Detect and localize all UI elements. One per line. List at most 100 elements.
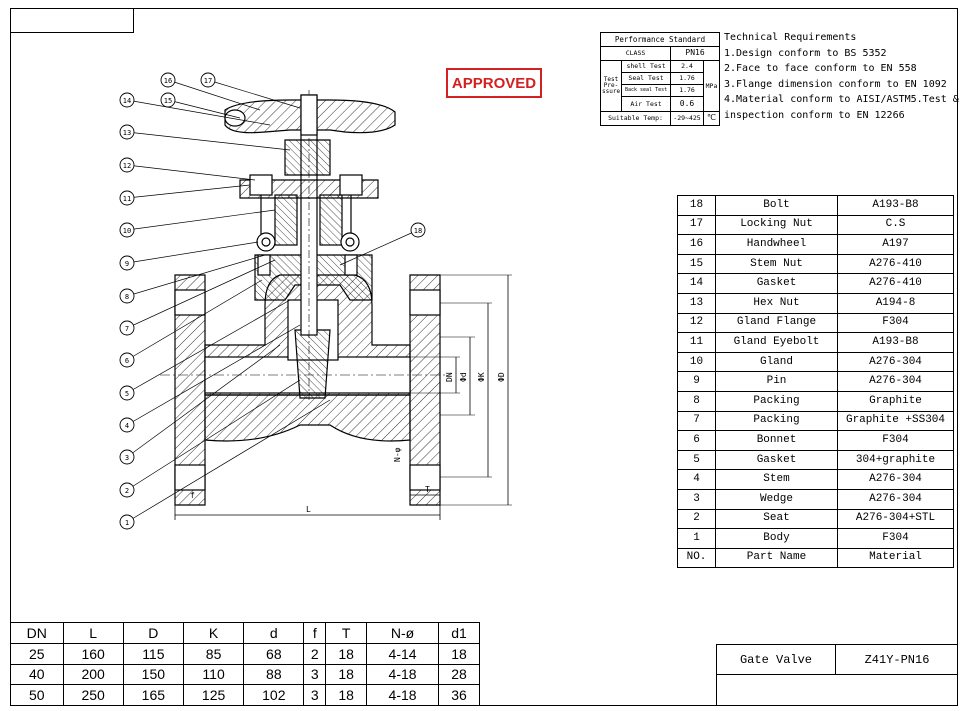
balloon-12: 12 (119, 157, 256, 181)
temp-value: -29~425 (670, 110, 704, 127)
balloon-2: 2 (119, 379, 301, 498)
balloon-3: 3 (119, 344, 281, 465)
product-model: Z41Y-PN16 (864, 652, 930, 667)
dimension-cell: 165 (122, 684, 184, 706)
balloon-9: 9 (119, 241, 259, 271)
balloon-17: 17 (200, 72, 301, 109)
drawing-border (10, 8, 958, 706)
svg-text:5: 5 (125, 390, 129, 398)
dim-d: Φd (459, 372, 468, 382)
temp-label: Suitable Temp: (599, 110, 672, 127)
part-number: NO. (677, 547, 716, 569)
technical-requirements: Technical Requirements 1.Design conform … (724, 30, 959, 123)
approved-stamp: APPROVED (446, 68, 542, 98)
corner-label-box (10, 8, 134, 33)
balloon-7: 7 (119, 259, 276, 336)
svg-text:18: 18 (414, 227, 422, 235)
left-flange (174, 274, 206, 506)
wedge (294, 329, 331, 399)
svg-text:17: 17 (204, 77, 212, 85)
balloon-1: 1 (119, 399, 331, 530)
svg-text:3: 3 (125, 454, 129, 462)
svg-text:6: 6 (125, 357, 129, 365)
dimension-cell: 4-18 (366, 663, 439, 686)
technical-line: 3.Flange dimension conform to EN 1092 (724, 78, 947, 90)
balloon-14: 14 (119, 92, 271, 126)
svg-text:16: 16 (164, 77, 172, 85)
svg-text:11: 11 (123, 195, 131, 203)
svg-text:2: 2 (125, 487, 129, 495)
dimension-cell: 18 (325, 684, 368, 706)
dim-K: ΦK (477, 372, 486, 382)
svg-text:12: 12 (123, 162, 131, 170)
svg-text:4: 4 (125, 422, 129, 430)
dim-n: N-φ (393, 447, 402, 462)
svg-text:7: 7 (125, 325, 129, 333)
dim-D: ΦD (497, 372, 506, 382)
balloon-18: 18 (339, 222, 426, 266)
dimension-cell: 125 (182, 684, 245, 706)
svg-text:9: 9 (125, 260, 129, 268)
svg-text:13: 13 (123, 129, 131, 137)
title-block: Gate Valve Z41Y-PN16 (716, 644, 958, 706)
part-material: Material (837, 547, 954, 569)
balloon-6: 6 (119, 279, 263, 368)
balloon-10: 10 (119, 209, 276, 238)
dimension-cell: 160 (62, 642, 124, 665)
dim-L: L (306, 505, 311, 514)
dim-T: T (425, 485, 430, 494)
svg-text:8: 8 (125, 293, 129, 301)
technical-line: 1.Design conform to BS 5352 (724, 47, 887, 59)
temp-unit: ℃ (703, 110, 720, 127)
dimension-cell: 18 (325, 663, 368, 686)
balloon-4: 4 (119, 324, 301, 433)
dim-f: f (190, 491, 195, 500)
part-material: A197 (837, 234, 954, 255)
dimension-cell: d1 (437, 622, 481, 644)
balloon-5: 5 (119, 299, 291, 401)
dimension-cell: 36 (437, 684, 481, 706)
class-label: CLASS (599, 45, 672, 62)
product-name: Gate Valve (717, 645, 836, 674)
dimension-cell: 150 (122, 663, 184, 686)
pressure-unit: MPa (703, 60, 720, 112)
technical-line: 2.Face to face conform to EN 558 (724, 63, 917, 74)
svg-text:10: 10 (123, 227, 131, 235)
dimension-cell: 28 (437, 663, 481, 686)
svg-text:14: 14 (123, 97, 131, 105)
svg-text:1: 1 (125, 519, 129, 527)
technical-line: inspection conform to EN 12266 (724, 109, 905, 121)
dimension-cell: 50 (10, 684, 64, 706)
balloon-13: 13 (119, 124, 291, 151)
balloon-11: 11 (119, 184, 251, 206)
dim-DN: DN (445, 372, 454, 382)
class-value: PN16 (670, 45, 720, 62)
balloon-8: 8 (119, 254, 266, 304)
technical-line: 4.Material conform to AISI/ASTM5.Test & (724, 94, 959, 105)
balloon-16: 16 (160, 72, 261, 111)
dimension-cell: 250 (62, 684, 124, 706)
dimension-cell: 102 (243, 684, 305, 706)
balloon-15: 15 (160, 92, 241, 119)
